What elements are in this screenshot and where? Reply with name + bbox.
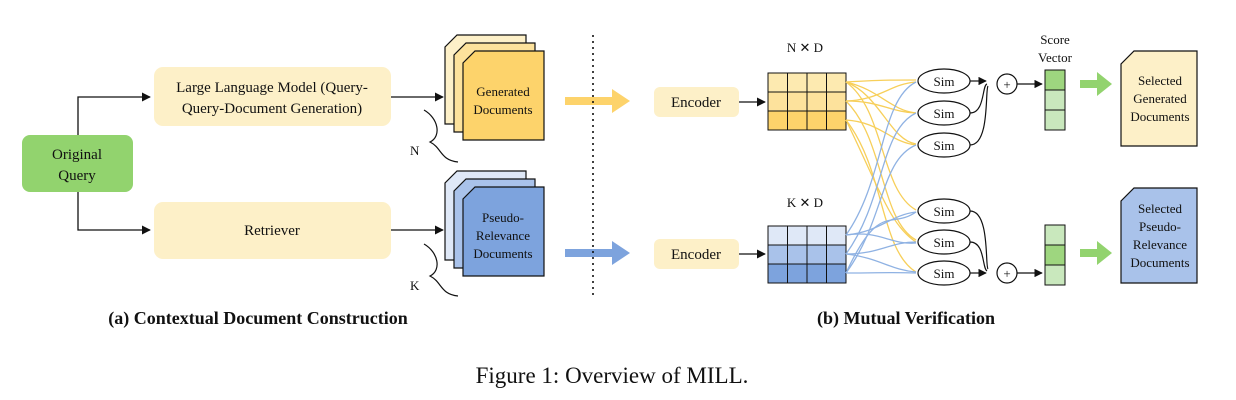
yellow-connections — [845, 79, 917, 273]
pseudo-docs-line3: Documents — [473, 246, 532, 261]
pseudo-docs-line2: Relevance — [476, 228, 530, 243]
llm-line1: Large Language Model (Query- — [176, 80, 368, 96]
encoder-top: Encoder — [654, 87, 739, 117]
sim-label: Sim — [934, 204, 955, 219]
sum-node-bottom: + — [996, 262, 1018, 284]
sim-label: Sim — [934, 74, 955, 89]
a-arrows — [391, 92, 444, 235]
pseudo-docs-line1: Pseudo- — [482, 210, 524, 225]
original-query-box: Original Query — [22, 135, 133, 192]
score-vector-line2: Vector — [1038, 50, 1073, 65]
green-arrow-bottom — [1080, 241, 1112, 265]
llm-line2: Query-Document Generation) — [182, 101, 362, 117]
selected-pseudo-line2: Pseudo- — [1139, 219, 1181, 234]
original-query-line2: Query — [58, 168, 96, 184]
sim-label: Sim — [934, 106, 955, 121]
score-vector-line1: Score — [1040, 32, 1070, 47]
sim-label: Sim — [934, 266, 955, 281]
score-vector-top — [1044, 69, 1066, 131]
encoder-top-label: Encoder — [671, 95, 721, 111]
plus-label: + — [1003, 266, 1010, 281]
part-b-title: (b) Mutual Verification — [817, 308, 995, 329]
blue-flow-arrow — [565, 241, 630, 265]
encoder-arrows — [739, 97, 766, 259]
kxd-matrix — [767, 225, 847, 284]
selected-pseudo-line3: Relevance — [1133, 237, 1187, 252]
selected-generated-line1: Selected — [1138, 73, 1183, 88]
n-brace: N — [410, 109, 459, 163]
sim-label: Sim — [934, 138, 955, 153]
sim-node-top-2: Sim — [917, 100, 971, 126]
original-query-line1: Original — [52, 147, 102, 163]
n-label: N — [410, 143, 420, 158]
nxd-label: N ✕ D — [787, 40, 823, 55]
part-a-title: (a) Contextual Document Construction — [108, 308, 407, 329]
sim-node-bottom-2: Sim — [917, 229, 971, 255]
sim-node-bottom-3: Sim — [917, 260, 971, 286]
score-vector-bottom — [1044, 224, 1066, 286]
sim-label: Sim — [934, 235, 955, 250]
generated-docs-line1: Generated — [476, 84, 530, 99]
sim-node-top-1: Sim — [917, 68, 971, 94]
generated-docs-line2: Documents — [473, 102, 532, 117]
selected-pseudo-line4: Documents — [1130, 255, 1189, 270]
selected-generated-documents: Selected Generated Documents — [1120, 50, 1198, 147]
retriever-box: Retriever — [154, 202, 391, 259]
kxd-label: K ✕ D — [787, 195, 823, 210]
sum-node-top: + — [996, 73, 1018, 95]
plus-label: + — [1003, 77, 1010, 92]
encoder-bottom-label: Encoder — [671, 247, 721, 263]
encoder-bottom: Encoder — [654, 239, 739, 269]
llm-box: Large Language Model (Query- Query-Docum… — [154, 67, 391, 126]
selected-generated-line2: Generated — [1133, 91, 1187, 106]
sim-node-bottom-1: Sim — [917, 198, 971, 224]
sim-node-top-3: Sim — [917, 132, 971, 158]
selected-pseudo-relevance-documents: Selected Pseudo- Relevance Documents — [1120, 187, 1198, 284]
yellow-flow-arrow — [565, 89, 630, 113]
sim-to-sum-connectors — [969, 76, 989, 278]
k-brace: K — [410, 243, 459, 297]
retriever-label: Retriever — [244, 223, 300, 239]
blue-connections — [845, 81, 917, 274]
generated-documents-stack: Generated Documents — [444, 34, 545, 141]
pseudo-relevance-documents-stack: Pseudo- Relevance Documents — [444, 170, 545, 277]
nxd-matrix — [767, 72, 847, 131]
selected-pseudo-line1: Selected — [1138, 201, 1183, 216]
k-label: K — [410, 278, 420, 293]
green-arrow-top — [1080, 72, 1112, 96]
sum-to-score-arrows — [1017, 79, 1043, 278]
figure-caption: Figure 1: Overview of MILL. — [476, 363, 749, 388]
query-branch-arrows — [77, 92, 151, 235]
selected-generated-line3: Documents — [1130, 109, 1189, 124]
